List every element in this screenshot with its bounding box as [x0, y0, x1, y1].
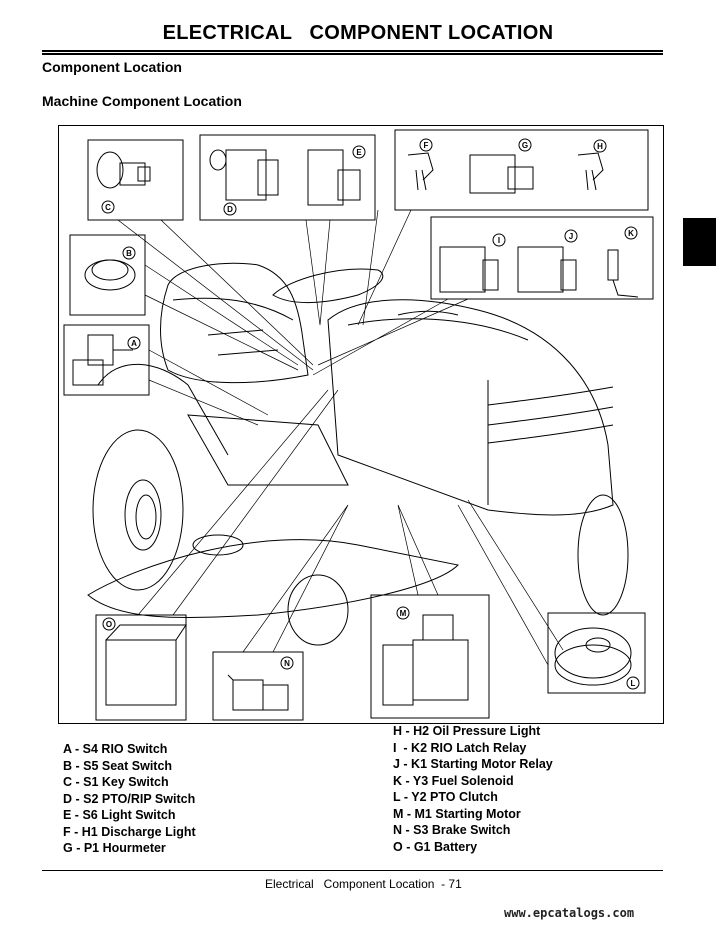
- callout-F: F: [419, 138, 433, 152]
- page-footer: Electrical Component Location - 71: [265, 877, 462, 891]
- svg-text:K: K: [628, 229, 634, 238]
- svg-text:G: G: [522, 141, 528, 150]
- callout-O: O: [102, 617, 116, 631]
- svg-text:H: H: [597, 142, 603, 151]
- svg-text:D: D: [227, 205, 233, 214]
- tractor-illustration: [87, 262, 629, 646]
- legend-item: N - S3 Brake Switch: [393, 823, 511, 837]
- legend-left-column: A - S4 RIO Switch B - S5 Seat Switch C -…: [63, 741, 196, 857]
- svg-text:A: A: [131, 339, 137, 348]
- watermark-url: www.epcatalogs.com: [504, 906, 635, 920]
- legend-right-column: H - H2 Oil Pressure Light I - K2 RIO Lat…: [393, 723, 553, 855]
- callout-L: L: [626, 676, 640, 690]
- callout-H: H: [593, 139, 607, 153]
- legend-item: O - G1 Battery: [393, 839, 478, 854]
- callout-C: C: [101, 200, 115, 214]
- legend-item: D - S2 PTO/RIP Switch: [63, 791, 196, 806]
- callout-I: I: [492, 233, 506, 247]
- inset-M: [370, 594, 490, 719]
- component-sketches: [72, 149, 639, 711]
- leader-lines: [117, 209, 564, 666]
- legend-item: M - M1 Starting Motor: [393, 806, 521, 821]
- callout-M: M: [396, 606, 410, 620]
- callout-G: G: [518, 138, 532, 152]
- legend-item: A - S4 RIO Switch: [63, 742, 168, 756]
- svg-text:B: B: [126, 249, 132, 258]
- callout-K: K: [624, 226, 638, 240]
- svg-text:F: F: [424, 141, 429, 150]
- legend-item: E - S6 Light Switch: [63, 808, 176, 822]
- callout-labels: C D E F G H I J K B A O N M L: [101, 138, 640, 690]
- legend-item: G - P1 Hourmeter: [63, 841, 166, 855]
- subsection-heading: Machine Component Location: [42, 93, 242, 109]
- svg-text:M: M: [400, 609, 407, 618]
- inset-D-E: [199, 134, 376, 221]
- legend-item: C - S1 Key Switch: [63, 775, 169, 789]
- inset-C: [87, 139, 184, 221]
- inset-boxes: [63, 129, 654, 721]
- legend-item: B - S5 Seat Switch: [63, 758, 173, 773]
- footer-rule: [42, 870, 663, 871]
- legend-item: I - K2 RIO Latch Relay: [393, 740, 527, 755]
- inset-F-G-H: [394, 129, 649, 211]
- section-heading: Component Location: [42, 59, 182, 75]
- diagram-frame: [58, 125, 664, 724]
- inset-B: [69, 234, 146, 316]
- title-double-rule: [42, 50, 663, 55]
- legend-item: K - Y3 Fuel Solenoid: [393, 773, 514, 788]
- svg-text:E: E: [356, 148, 362, 157]
- svg-text:L: L: [631, 679, 636, 688]
- svg-text:C: C: [105, 203, 111, 212]
- svg-text:O: O: [106, 620, 112, 629]
- tractor-component-diagram: C D E F G H I J K B A O N M L: [63, 129, 654, 721]
- page-title: ELECTRICAL COMPONENT LOCATION: [162, 22, 554, 44]
- svg-text:I: I: [498, 236, 500, 245]
- legend-item: J - K1 Starting Motor Relay: [393, 757, 553, 771]
- callout-J: J: [564, 229, 578, 243]
- callout-B: B: [122, 246, 136, 260]
- callout-E: E: [352, 145, 366, 159]
- svg-text:J: J: [569, 232, 573, 241]
- callout-A: A: [127, 336, 141, 350]
- legend-item: F - H1 Discharge Light: [63, 824, 196, 839]
- inset-N: [212, 651, 304, 721]
- inset-A: [63, 324, 150, 396]
- legend-item: L - Y2 PTO Clutch: [393, 790, 498, 804]
- callout-D: D: [223, 202, 237, 216]
- legend-item: H - H2 Oil Pressure Light: [393, 724, 541, 738]
- callout-N: N: [280, 656, 294, 670]
- inset-L: [547, 612, 646, 694]
- inset-O: [95, 614, 187, 721]
- section-thumb-tab: [683, 218, 716, 266]
- inset-I-J-K: [430, 216, 654, 300]
- svg-text:N: N: [284, 659, 290, 668]
